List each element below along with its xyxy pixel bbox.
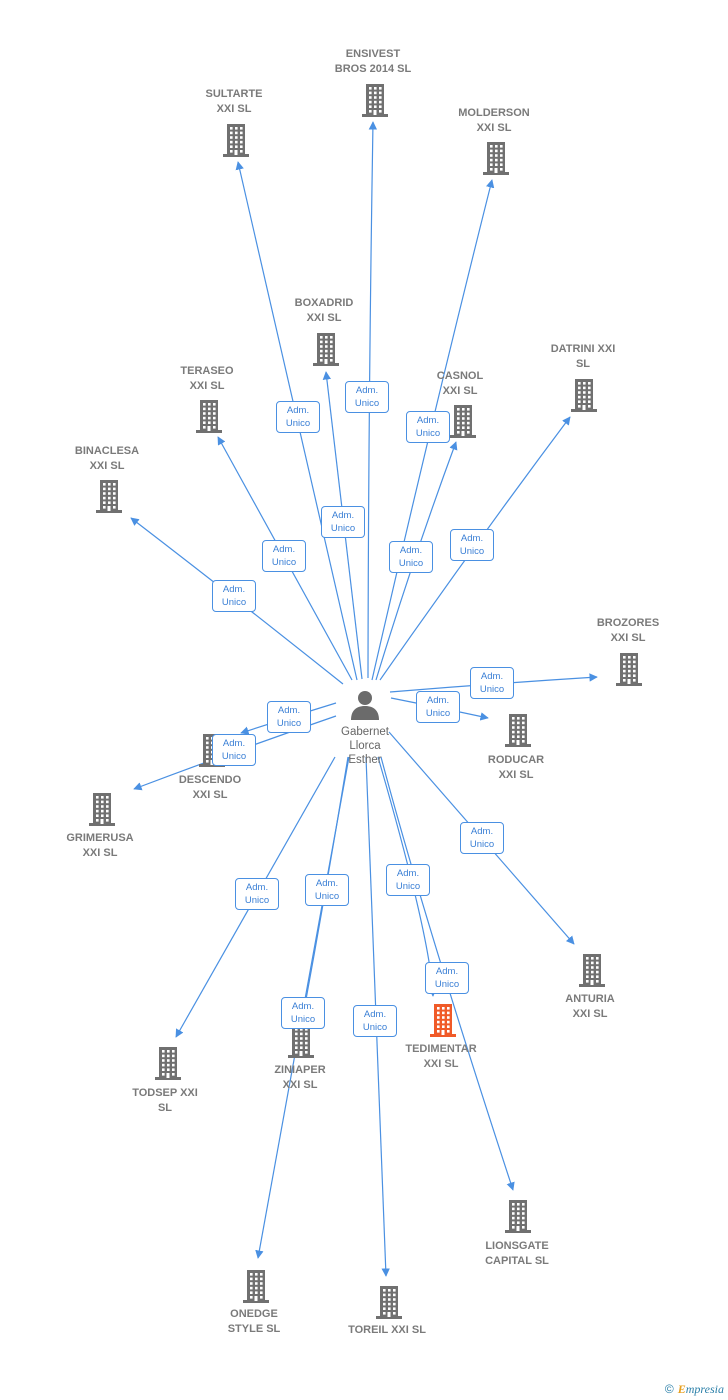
node-label-datrini[interactable]: DATRINI XXI SL xyxy=(550,343,616,370)
node-label-onedge[interactable]: ONEDGE STYLE SL xyxy=(227,1308,281,1335)
building-icon[interactable] xyxy=(577,952,607,988)
building-icon[interactable] xyxy=(374,1284,404,1320)
building-icon[interactable] xyxy=(448,403,478,439)
edge-label-datrini[interactable]: Adm. Unico xyxy=(450,529,494,561)
building-icon[interactable] xyxy=(87,791,117,827)
building-icon[interactable] xyxy=(614,651,644,687)
copyright-icon: © xyxy=(664,1382,674,1396)
building-icon[interactable] xyxy=(569,377,599,413)
edge-label-lionsgate[interactable]: Adm. Unico xyxy=(386,864,430,896)
edge-label-teraseo[interactable]: Adm. Unico xyxy=(262,540,306,572)
edge-label-casnol[interactable]: Adm. Unico xyxy=(389,541,433,573)
building-icon[interactable] xyxy=(428,1002,458,1038)
building-icon[interactable] xyxy=(221,122,251,158)
edge-label-binaclesa[interactable]: Adm. Unico xyxy=(212,580,256,612)
node-label-rodücar[interactable]: RODUCAR XXI SL xyxy=(487,754,545,781)
edge-label-brozores[interactable]: Adm. Unico xyxy=(470,667,514,699)
building-icon[interactable] xyxy=(311,331,341,367)
edge-label-sultarte[interactable]: Adm. Unico xyxy=(276,401,320,433)
node-label-casnol[interactable]: CASNOL XXI SL xyxy=(436,370,484,397)
node-label-brozores[interactable]: BROZORES XXI SL xyxy=(596,617,660,644)
node-label-toreil[interactable]: TOREIL XXI SL xyxy=(348,1324,426,1336)
edge-label-tedimentar[interactable]: Adm. Unico xyxy=(425,962,469,994)
building-icon[interactable] xyxy=(503,1198,533,1234)
building-icon[interactable] xyxy=(286,1023,316,1059)
footer-brand: ©Empresia xyxy=(665,1382,724,1397)
node-label-descendo[interactable]: DESCENDO XXI SL xyxy=(178,774,242,801)
edge-lionsgate xyxy=(380,756,515,1191)
building-icon[interactable] xyxy=(481,140,511,176)
node-label-ziniaper[interactable]: ZINIAPER XXI SL xyxy=(274,1064,326,1091)
node-label-anturia[interactable]: ANTURIA XXI SL xyxy=(565,993,615,1020)
building-icon[interactable] xyxy=(503,712,533,748)
edge-label-ziniaper[interactable]: Adm. Unico xyxy=(305,874,349,906)
edge-label-onedge[interactable]: Adm. Unico xyxy=(281,997,325,1029)
person-name[interactable]: Gabernet Llorca Esther xyxy=(341,726,389,766)
building-icon[interactable] xyxy=(241,1268,271,1304)
edge-label-molderson[interactable]: Adm. Unico xyxy=(406,411,450,443)
edge-label-toreil[interactable]: Adm. Unico xyxy=(353,1005,397,1037)
node-label-binaclesa[interactable]: BINACLESA XXI SL xyxy=(74,445,140,472)
edge-label-descendo[interactable]: Adm. Unico xyxy=(267,701,311,733)
node-label-teraseo[interactable]: TERASEO XXI SL xyxy=(180,365,234,392)
node-label-lionsgate[interactable]: LIONSGATE CAPITAL SL xyxy=(485,1240,549,1267)
brand-initial: E xyxy=(677,1382,686,1396)
node-label-tedimentar[interactable]: TEDIMENTAR XXI SL xyxy=(405,1043,477,1070)
edge-label-anturia[interactable]: Adm. Unico xyxy=(460,822,504,854)
node-label-grimerusa[interactable]: GRIMERUSA XXI SL xyxy=(66,832,134,859)
building-icon[interactable] xyxy=(94,478,124,514)
node-label-boxadrid[interactable]: BOXADRID XXI SL xyxy=(294,297,354,324)
building-icon[interactable] xyxy=(360,82,390,118)
edge-label-todsep[interactable]: Adm. Unico xyxy=(235,878,279,910)
node-label-sultarte[interactable]: SULTARTE XXI SL xyxy=(205,88,263,115)
brand-name: mpresia xyxy=(685,1382,724,1396)
edge-label-grimerusa[interactable]: Adm. Unico xyxy=(212,734,256,766)
node-label-molderson[interactable]: MOLDERSON XXI SL xyxy=(458,107,530,134)
edge-label-ensivest[interactable]: Adm. Unico xyxy=(345,381,389,413)
edge-label-boxadrid[interactable]: Adm. Unico xyxy=(321,506,365,538)
node-label-ensivest[interactable]: ENSIVEST BROS 2014 SL xyxy=(334,48,412,75)
building-icon[interactable] xyxy=(194,398,224,434)
building-icon[interactable] xyxy=(153,1045,183,1081)
node-label-todsep[interactable]: TODSEP XXI SL xyxy=(132,1087,198,1114)
edge-label-rodücar[interactable]: Adm. Unico xyxy=(416,691,460,723)
person-icon[interactable] xyxy=(348,688,382,722)
